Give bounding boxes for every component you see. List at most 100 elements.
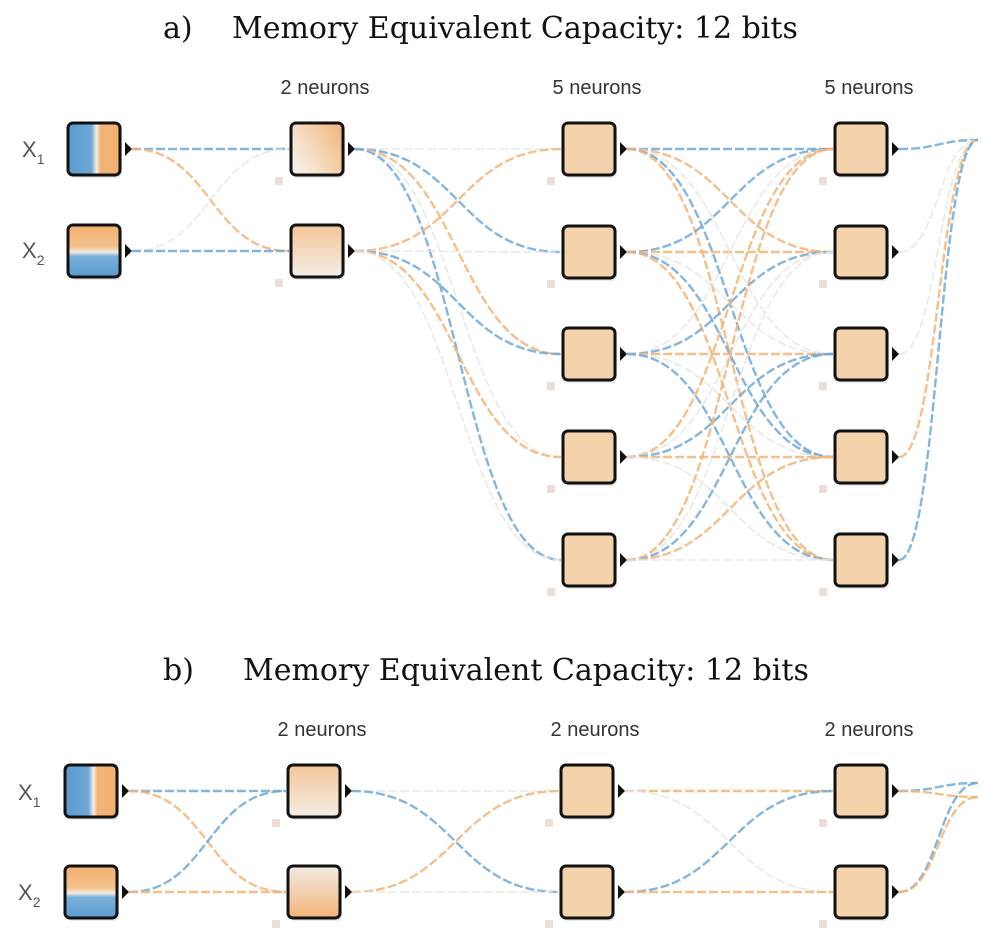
a-input-node-2[interactable] <box>66 223 132 280</box>
a-edge-l1-n0-to-n1 <box>354 147 562 254</box>
panel-b-layer-3-label: 2 neurons <box>825 719 914 741</box>
b-neuron-l1-1[interactable] <box>272 763 352 827</box>
output-arrow-icon <box>122 885 129 899</box>
panel-a-layer-1-label: 2 neurons <box>281 77 370 99</box>
bias-square <box>819 920 827 928</box>
output-arrow-icon <box>618 784 625 798</box>
panel-b-caption: Memory Equivalent Capacity: 12 bits <box>243 653 809 688</box>
b-edge-l2-n0-to-n1 <box>624 790 834 893</box>
a-neuron-l3-2[interactable] <box>819 224 899 288</box>
b-output-edge-n0 <box>898 789 979 799</box>
output-arrow-icon <box>618 885 625 899</box>
a-edge-l1-n1-to-n3 <box>354 249 562 459</box>
a-neuron-l3-4[interactable] <box>819 429 899 493</box>
b-output-edge-n1 <box>898 795 979 894</box>
a-edge-l2-n4-to-n1 <box>626 251 834 561</box>
b-input-node-2[interactable] <box>63 864 129 921</box>
output-arrow-icon <box>620 245 627 259</box>
b-edge-l0-n1-to-n0 <box>128 789 287 894</box>
a-edge-l1-n0-to-n2 <box>354 147 562 356</box>
output-arrow-icon <box>125 142 132 156</box>
panel-b-layer-2-label: 2 neurons <box>551 719 640 741</box>
output-arrow-icon <box>122 784 129 798</box>
output-arrow-icon <box>892 885 899 899</box>
a-edge-l0-n1-to-n0 <box>131 148 290 252</box>
a-neuron-l2-5[interactable] <box>547 532 627 596</box>
output-arrow-icon <box>125 244 132 258</box>
panel-a-input-2-label: X2 <box>22 238 45 268</box>
panel-b-input-2-label: X2 <box>18 880 41 910</box>
bias-square <box>819 485 827 493</box>
bias-square <box>819 819 827 827</box>
output-arrow-icon <box>345 784 352 798</box>
b-neuron-l2-2[interactable] <box>545 864 625 928</box>
panel-b-layer-1-label: 2 neurons <box>278 719 367 741</box>
bias-square <box>819 382 827 390</box>
output-arrow-icon <box>620 347 627 361</box>
a-neuron-l2-2[interactable] <box>547 224 627 288</box>
bias-square <box>547 177 555 185</box>
panel-b-neurons <box>63 763 899 928</box>
panel-b-caption-letter: b) <box>163 653 194 688</box>
b-neuron-l2-1[interactable] <box>545 763 625 827</box>
panel-a-connections <box>131 138 979 562</box>
panel-a-layer-2-label: 5 neurons <box>553 77 642 99</box>
a-neuron-l2-3[interactable] <box>547 326 627 390</box>
a-neuron-l1-2[interactable] <box>275 223 355 287</box>
output-arrow-icon <box>345 885 352 899</box>
output-arrow-icon <box>892 245 899 259</box>
panel-b-input-1-label: X1 <box>18 780 41 810</box>
output-arrow-icon <box>620 553 627 567</box>
panel-a-neurons <box>66 121 899 596</box>
a-neuron-l2-4[interactable] <box>547 429 627 493</box>
bias-square <box>819 588 827 596</box>
bias-square <box>275 279 283 287</box>
output-arrow-icon <box>892 347 899 361</box>
output-arrow-icon <box>892 142 899 156</box>
a-input-node-1[interactable] <box>66 121 132 178</box>
b-output-edge-n1 <box>898 781 979 894</box>
a-neuron-l3-1[interactable] <box>819 121 899 185</box>
a-output-edge-n4 <box>898 138 979 562</box>
panel-a-caption: Memory Equivalent Capacity: 12 bits <box>232 11 798 46</box>
bias-square <box>272 819 280 827</box>
a-edge-l1-n0-to-n4 <box>354 147 562 562</box>
a-edge-l2-n2-to-n0 <box>626 148 834 355</box>
a-edge-l2-n0-to-n2 <box>626 148 834 355</box>
panel-a-caption-letter: a) <box>163 11 193 46</box>
bias-square <box>819 280 827 288</box>
output-arrow-icon <box>348 244 355 258</box>
bias-square <box>545 819 553 827</box>
output-arrow-icon <box>892 553 899 567</box>
a-edge-l1-n1-to-n1 <box>354 250 562 253</box>
a-output-edge-n0 <box>898 138 979 151</box>
panel-b-connections <box>128 781 979 894</box>
b-neuron-l3-2[interactable] <box>819 864 899 928</box>
a-output-edge-n1 <box>898 139 979 253</box>
a-edge-l1-n1-to-n0 <box>354 147 562 253</box>
bias-square <box>547 485 555 493</box>
panel-a-layer-3-label: 5 neurons <box>825 77 914 99</box>
bias-square <box>275 177 283 185</box>
a-neuron-l3-5[interactable] <box>819 532 899 596</box>
output-arrow-icon <box>620 450 627 464</box>
bias-square <box>545 920 553 928</box>
b-input-node-1[interactable] <box>63 763 129 820</box>
b-edge-l1-n1-to-n0 <box>351 789 560 894</box>
output-arrow-icon <box>892 784 899 798</box>
a-neuron-l1-1[interactable] <box>275 121 355 185</box>
b-edge-l2-n1-to-n0 <box>624 789 834 894</box>
a-edge-l2-n3-to-n1 <box>626 251 834 458</box>
panel-b: b) Memory Equivalent Capacity: 12 bits 2… <box>18 653 979 928</box>
panel-a: a) Memory Equivalent Capacity: 12 bits 2… <box>22 11 979 596</box>
a-edge-l1-n0-to-n3 <box>354 148 562 458</box>
a-output-edge-n2 <box>898 139 979 355</box>
a-edge-l2-n3-to-n0 <box>626 147 834 459</box>
a-output-edge-n3 <box>898 138 979 459</box>
b-neuron-l3-1[interactable] <box>819 763 899 827</box>
a-edge-l2-n4-to-n2 <box>626 352 834 562</box>
b-neuron-l1-2[interactable] <box>272 864 352 928</box>
a-neuron-l3-3[interactable] <box>819 326 899 390</box>
bias-square <box>272 920 280 928</box>
a-neuron-l2-1[interactable] <box>547 121 627 185</box>
